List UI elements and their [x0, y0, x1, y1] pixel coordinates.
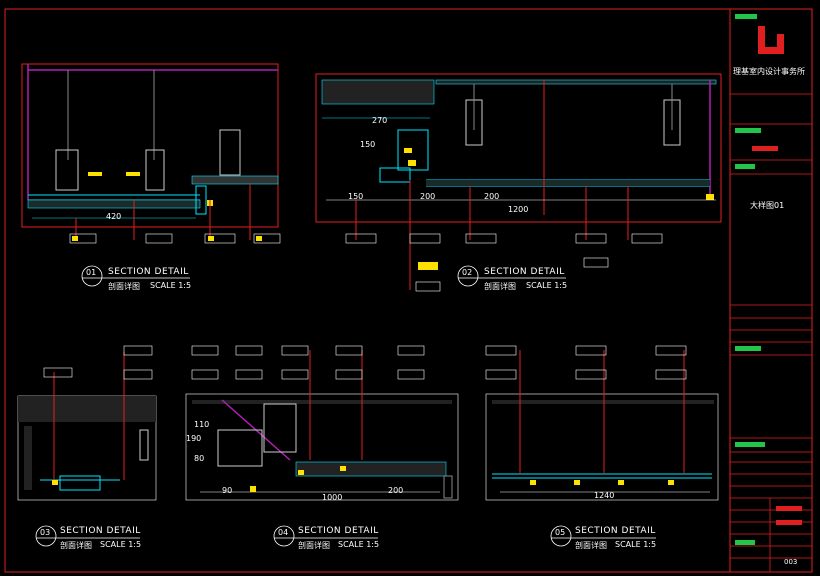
detail-02-subtitle: 剖面详图: [484, 282, 516, 291]
detail-02-scale: SCALE 1:5: [526, 281, 568, 290]
detail-01-title: SECTION DETAIL: [108, 267, 189, 277]
detail-02-title: SECTION DETAIL: [484, 267, 565, 277]
detail-01-subtitle: 剖面详图: [108, 282, 140, 291]
dim-d4-total: 1000: [322, 493, 343, 502]
title-block-accent: [735, 128, 761, 133]
title-block-accent: [752, 146, 778, 151]
detail-02-number: 02: [462, 268, 473, 277]
company-logo: [758, 26, 784, 54]
title-block-accent: [735, 14, 757, 19]
title-block-accent: [735, 442, 765, 447]
company-name: 理基室内设计事务所: [733, 67, 805, 76]
detail-04-number: 04: [278, 528, 289, 537]
title-block-accent: [735, 164, 755, 169]
dim-d4-e: 200: [388, 486, 404, 495]
detail-03-scale: SCALE 1:5: [100, 540, 142, 549]
detail-05-drawing: [485, 345, 719, 501]
dim-d4-b: 190: [186, 434, 202, 443]
detail-05-scale: SCALE 1:5: [615, 540, 657, 549]
detail-05-title: SECTION DETAIL: [575, 526, 656, 536]
detail-01-number: 01: [86, 268, 97, 277]
dim-d2-top: 270: [372, 116, 388, 125]
dim-d4-c: 80: [194, 454, 205, 463]
detail-04-title: SECTION DETAIL: [298, 526, 379, 536]
dim-d2-total: 1200: [508, 205, 529, 214]
detail-03-number: 03: [40, 528, 51, 537]
title-block-accent: [735, 346, 761, 351]
dim-d2-a: 150: [348, 192, 364, 201]
detail-03-drawing: [17, 345, 157, 501]
dim-d2-c: 200: [484, 192, 500, 201]
detail-04-drawing: [185, 345, 459, 501]
detail-04-subtitle: 剖面详图: [298, 541, 330, 550]
dim-d5-total: 1240: [594, 491, 615, 500]
dim-d4-d: 90: [222, 486, 233, 495]
detail-01-drawing: [21, 63, 281, 244]
detail-03-subtitle: 剖面详图: [60, 541, 92, 550]
detail-05-subtitle: 剖面详图: [575, 541, 607, 550]
drawing-name: 大样图01: [750, 201, 785, 210]
dim-d2-b: 200: [420, 192, 436, 201]
detail-01-scale: SCALE 1:5: [150, 281, 192, 290]
detail-05-number: 05: [555, 528, 566, 537]
dim-d1-width: 420: [106, 212, 122, 221]
detail-bubbles: [35, 265, 656, 547]
title-block-accent: [776, 520, 802, 525]
title-block-accent: [776, 506, 802, 511]
detail-02-drawing: [315, 73, 722, 292]
dim-d4-a: 110: [194, 420, 210, 429]
title-block-accent: [735, 540, 755, 545]
drawing-number: 003: [784, 558, 798, 566]
detail-03-title: SECTION DETAIL: [60, 526, 141, 536]
dim-d2-height: 150: [360, 140, 376, 149]
title-block-grid: [730, 93, 812, 572]
detail-04-scale: SCALE 1:5: [338, 540, 380, 549]
